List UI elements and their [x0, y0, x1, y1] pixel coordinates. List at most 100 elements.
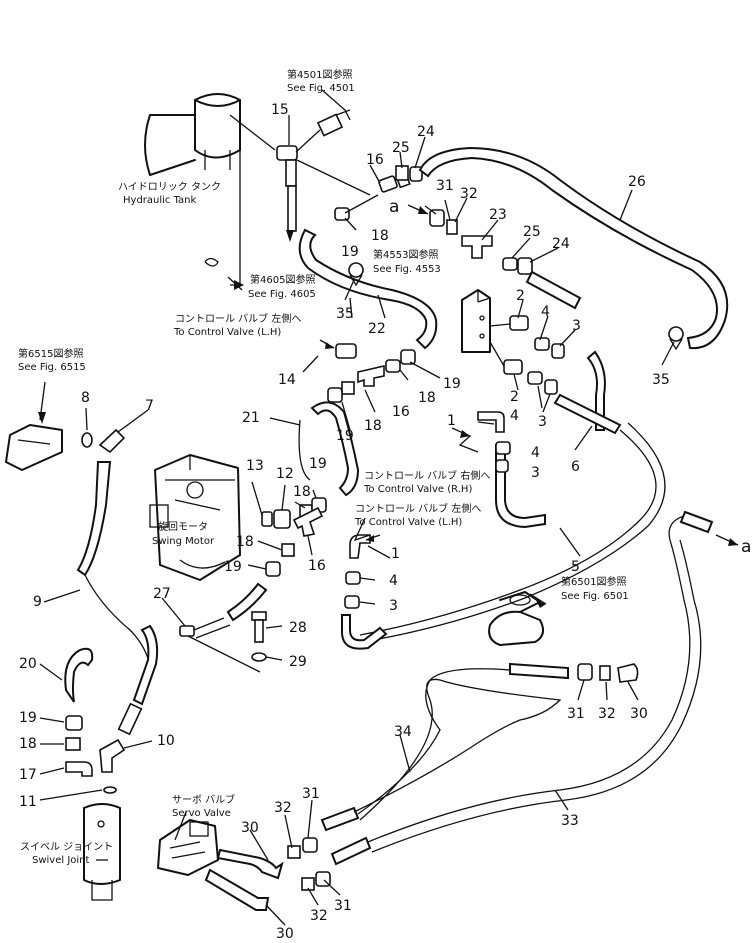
fitting-4-mid: [495, 441, 511, 455]
o-ring-8: [81, 432, 93, 448]
hose-21: [310, 401, 360, 497]
servo-valve-en: Servo Valve: [172, 808, 231, 819]
line-33: [367, 514, 691, 843]
label-31-servo-upper: 31: [302, 786, 320, 802]
swivel-joint-jp: スイベル ジョイント: [20, 841, 113, 853]
cv-lh2-en: To Control Valve (L.H): [354, 517, 462, 528]
label-19-swivel: 19: [19, 710, 37, 726]
elbow-10: [99, 738, 126, 773]
label-4-lower-left: 4: [389, 573, 398, 589]
hose-20: [64, 647, 94, 703]
washer-29: [251, 652, 267, 662]
fig4605-en: See Fig. 4605: [248, 289, 316, 300]
label-25-top: 25: [392, 140, 410, 156]
label-3-lower: 3: [538, 414, 547, 430]
o-ring-13: [261, 511, 273, 527]
clamp-35-left: [348, 262, 364, 287]
label-16-mid: 16: [392, 404, 410, 420]
label-10: 10: [157, 733, 175, 749]
label-12: 12: [276, 466, 294, 482]
label-3-upper: 3: [572, 318, 581, 334]
nut-3-upper: [551, 343, 565, 359]
label-32-right: 32: [598, 706, 616, 722]
hose-6-right: [586, 350, 606, 431]
fitting-32-servo-lower: [301, 877, 315, 891]
label-32-servo-lower: 32: [310, 908, 328, 924]
elbow-17: [65, 761, 93, 777]
label-31-right: 31: [567, 706, 585, 722]
label-15: 15: [271, 102, 289, 118]
label-18-swivel: 18: [19, 736, 37, 752]
label-29: 29: [289, 654, 307, 670]
label-31-servo-lower: 31: [334, 898, 352, 914]
elbow-30-right: [617, 663, 639, 683]
label-14: 14: [278, 372, 296, 388]
clamp-27: [179, 625, 195, 637]
nut-31-top: [429, 209, 445, 227]
fig4501-en: See Fig. 4501: [287, 83, 355, 94]
elbow-7: [98, 428, 126, 454]
tube-33-upper: [679, 510, 714, 534]
fitting-14: [335, 343, 357, 359]
label-1-right: 1: [447, 413, 456, 429]
hose-20-upper: [226, 582, 268, 622]
flow-arrows: [38, 204, 739, 608]
nut-3-lower: [544, 379, 558, 395]
hose-5: [359, 429, 657, 636]
hydraulic-tank-en: Hydraulic Tank: [123, 195, 197, 206]
label-5: 5: [571, 559, 580, 575]
label-32-servo-upper: 32: [274, 800, 292, 816]
connector-a-top: a: [389, 197, 399, 217]
fitting-2-upper: [509, 315, 529, 331]
fitting-18-mid: [385, 359, 401, 373]
label-24-top: 24: [417, 124, 435, 140]
swing-motor-en: Swing Motor: [152, 536, 215, 547]
part-labels: 15 16 25 24 18 19 31 32 23 25 24 26 35 2…: [19, 102, 751, 942]
fitting-2-lower: [503, 359, 523, 375]
tee-23: [461, 235, 493, 259]
tube-24: [525, 270, 582, 310]
fitting-32-right: [599, 665, 611, 681]
bracket-6515: [5, 424, 63, 471]
fig4605-jp: 第4605図参照: [250, 273, 315, 286]
servo-valve: [157, 819, 219, 876]
label-11: 11: [19, 794, 37, 810]
hose-30-lower: [204, 868, 270, 911]
o-ring-11: [103, 786, 117, 794]
label-35-left: 35: [336, 306, 354, 322]
label-2-upper: 2: [516, 288, 525, 304]
hydraulic-tank-jp: ハイドロリック タンク: [118, 181, 221, 193]
label-8: 8: [81, 390, 90, 406]
cv-rh-en: To Control Valve (R.H): [363, 484, 472, 495]
tube-34-upper: [509, 662, 569, 680]
fig6515-jp: 第6515図参照: [18, 347, 83, 360]
tube-34-lower: [320, 806, 360, 832]
label-4-upper: 4: [541, 304, 550, 320]
nut-19-mid: [400, 349, 416, 365]
nut-19-swivel: [65, 715, 83, 731]
fitting-32-top: [446, 219, 458, 235]
label-3-mid: 3: [531, 465, 540, 481]
cv-lh-jp: コントロール バルブ 左側へ: [175, 312, 301, 325]
hose-22: [298, 228, 438, 350]
nut-19-lower: [265, 561, 281, 577]
label-27: 27: [153, 586, 171, 602]
label-18-lower: 18: [236, 534, 254, 550]
label-19-lower: 19: [224, 559, 242, 575]
label-26: 26: [628, 174, 646, 190]
swing-motor: [149, 454, 241, 581]
label-32-top: 32: [460, 186, 478, 202]
hose-26: [418, 146, 729, 350]
label-34: 34: [394, 724, 412, 740]
hose-30-upper: [216, 848, 284, 880]
fitting-25-right: [502, 257, 518, 271]
tube-6: [553, 393, 622, 435]
label-24-right: 24: [552, 236, 570, 252]
line-34: [353, 678, 562, 821]
fig6501-jp: 第6501図参照: [561, 575, 626, 588]
fitting-18-swivel: [65, 737, 81, 751]
label-18-top: 18: [371, 228, 389, 244]
fig6501-en: See Fig. 6501: [561, 591, 629, 602]
fitting-12: [273, 509, 291, 529]
